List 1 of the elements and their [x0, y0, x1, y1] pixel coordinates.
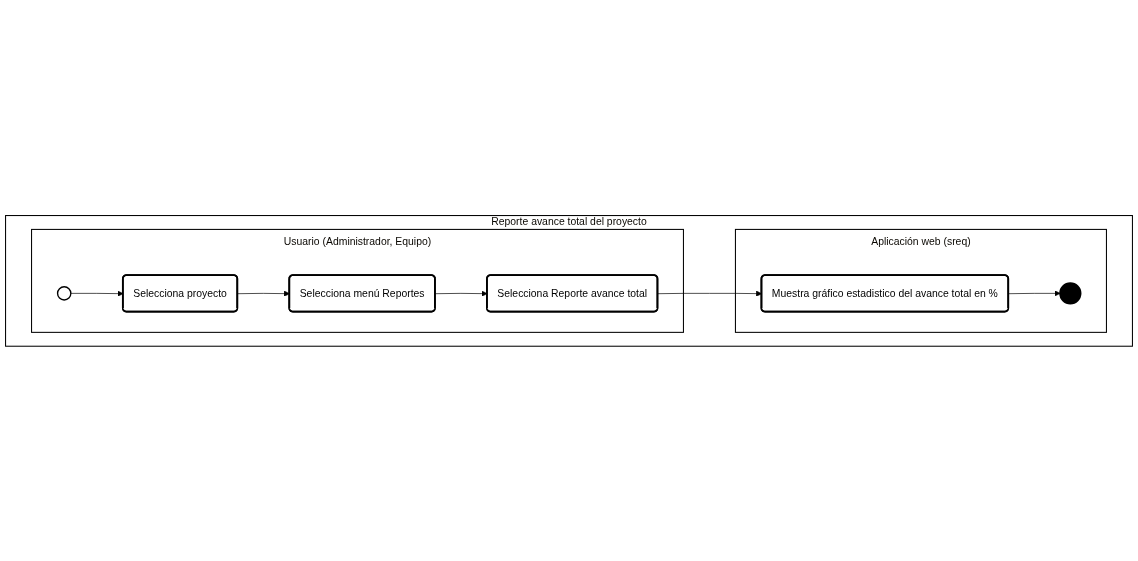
node-circle	[56, 285, 72, 301]
